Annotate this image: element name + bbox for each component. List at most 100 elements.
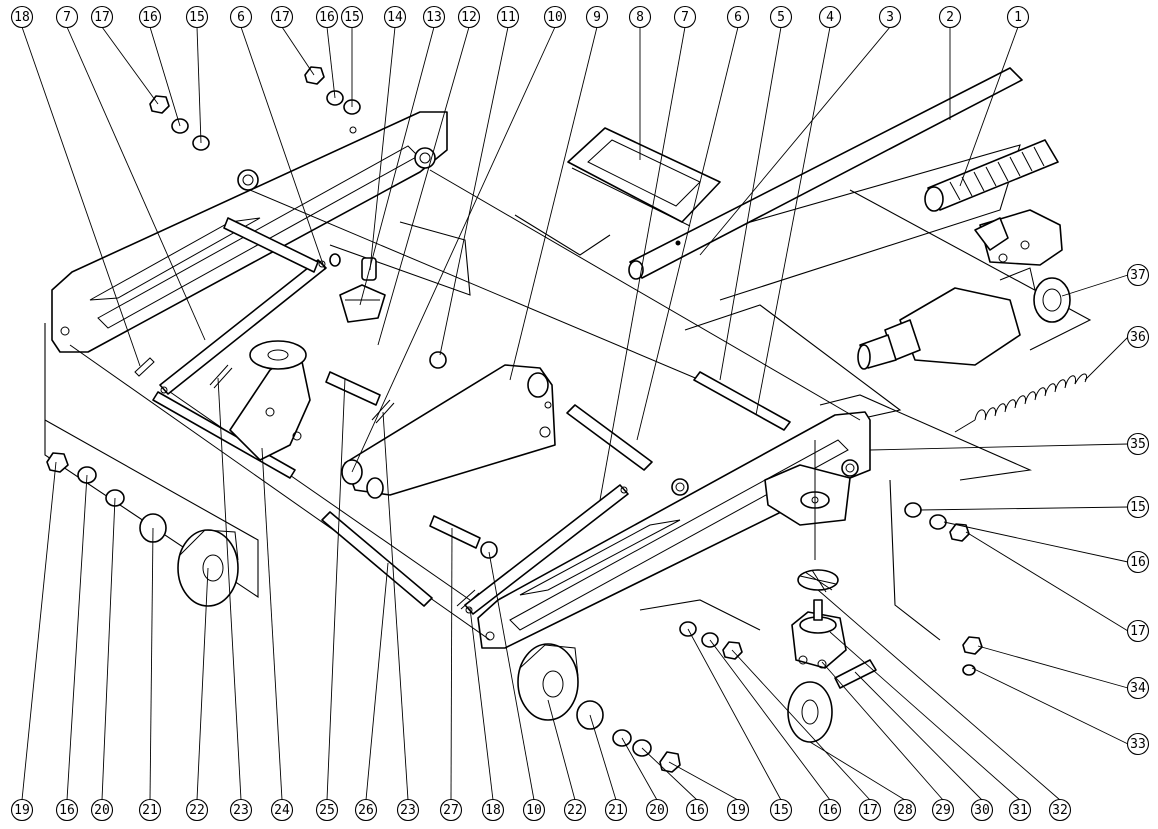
leader-bottom-22: [196, 567, 209, 801]
ram-bracket: [229, 340, 311, 461]
leader-top-10: [351, 26, 556, 473]
bottom-callout-31: 31: [1008, 798, 1032, 822]
leader-bottom-23: [217, 377, 242, 801]
leader-bottom-19: [21, 461, 57, 801]
leader-right-37: [1061, 274, 1129, 297]
leader-bottom-20: [621, 737, 658, 801]
leader-top-13: [359, 26, 435, 306]
leader-right-16: [943, 521, 1129, 563]
leader-bottom-22: [547, 699, 576, 801]
bottom-callout-21: 21: [604, 798, 628, 822]
callout-number: 30: [974, 803, 990, 818]
callout-number: 22: [189, 803, 205, 818]
frame-right-plate: [477, 411, 871, 649]
leader-right-15: [919, 506, 1129, 511]
callout-number: 1: [1014, 10, 1022, 25]
right-callout-37: 37: [1126, 263, 1150, 287]
callout-number: 7: [681, 10, 689, 25]
callout-number: 15: [773, 803, 789, 818]
callout-circle: [1048, 798, 1072, 822]
top-callout-17: 17: [270, 5, 294, 29]
callout-circle: [1126, 550, 1150, 574]
top-callout-17: 17: [90, 5, 114, 29]
callout-circle: [55, 5, 79, 29]
callout-circle: [10, 798, 34, 822]
callout-circle: [270, 5, 294, 29]
callout-circle: [340, 5, 364, 29]
callout-number: 6: [237, 10, 245, 25]
leader-top-5: [719, 26, 782, 381]
handle-bar: [628, 67, 1023, 280]
callout-circle: [439, 798, 463, 822]
bottom-callout-26: 26: [354, 798, 378, 822]
leader-top-4: [755, 26, 831, 416]
leader-top-12: [377, 26, 470, 346]
bottom-callout-30: 30: [970, 798, 994, 822]
leader-bottom-21: [149, 527, 154, 801]
right-callout-15: 15: [1126, 495, 1150, 519]
callout-number: 20: [649, 803, 665, 818]
callout-circle: [315, 5, 339, 29]
oil-cap: [339, 257, 386, 323]
callout-circle: [673, 5, 697, 29]
callout-number: 22: [567, 803, 583, 818]
bottom-callout-17: 17: [858, 798, 882, 822]
callout-number: 6: [734, 10, 742, 25]
bottom-callout-16: 16: [818, 798, 842, 822]
callout-circle: [628, 5, 652, 29]
callout-circle: [522, 798, 546, 822]
callout-number: 16: [822, 803, 838, 818]
bottom-callout-22: 22: [563, 798, 587, 822]
leader-bottom-23: [382, 411, 409, 801]
leader-bottom-29: [821, 661, 944, 801]
callout-number: 16: [59, 803, 75, 818]
callout-circle: [1126, 263, 1150, 287]
leader-bottom-16: [709, 639, 831, 801]
front-wheel-right: [517, 643, 681, 773]
callout-circle: [1126, 732, 1150, 756]
top-callout-8: 8: [628, 5, 652, 29]
bottom-callout-29: 29: [931, 798, 955, 822]
leader-top-18: [21, 26, 141, 367]
top-callout-5: 5: [769, 5, 793, 29]
bottom-callout-20: 20: [645, 798, 669, 822]
callout-circle: [893, 798, 917, 822]
leader-bottom-32: [817, 589, 1061, 801]
leader-right-34: [977, 645, 1129, 689]
top-callout-14: 14: [383, 5, 407, 29]
callout-circle: [270, 798, 294, 822]
leader-top-6: [636, 26, 739, 441]
callout-number: 8: [636, 10, 644, 25]
leader-top-16: [326, 26, 336, 99]
right-callout-34: 34: [1126, 676, 1150, 700]
callout-circle: [858, 798, 882, 822]
callout-number: 3: [886, 10, 894, 25]
callout-circle: [818, 5, 842, 29]
callout-circle: [138, 798, 162, 822]
callout-circle: [970, 798, 994, 822]
callout-number: 23: [400, 803, 416, 818]
leader-top-16: [149, 26, 181, 127]
callout-number: 15: [189, 10, 205, 25]
bottom-callout-24: 24: [270, 798, 294, 822]
callout-circle: [1008, 798, 1032, 822]
callout-circle: [604, 798, 628, 822]
callout-circle: [383, 5, 407, 29]
leader-bottom-30: [854, 671, 983, 801]
callout-number: 2: [946, 10, 954, 25]
callout-number: 4: [826, 10, 834, 25]
leader-top-15: [196, 26, 202, 144]
top-callout-6: 6: [229, 5, 253, 29]
leader-right-36: [1084, 336, 1129, 381]
leader-right-17: [965, 531, 1129, 632]
callout-circle: [396, 798, 420, 822]
callout-circle: [726, 5, 750, 29]
callout-circle: [422, 5, 446, 29]
callout-number: 16: [689, 803, 705, 818]
callout-circle: [931, 798, 955, 822]
leader-bottom-19: [668, 761, 739, 801]
bottom-callout-25: 25: [315, 798, 339, 822]
callout-number: 18: [14, 10, 30, 25]
top-callout-9: 9: [585, 5, 609, 29]
